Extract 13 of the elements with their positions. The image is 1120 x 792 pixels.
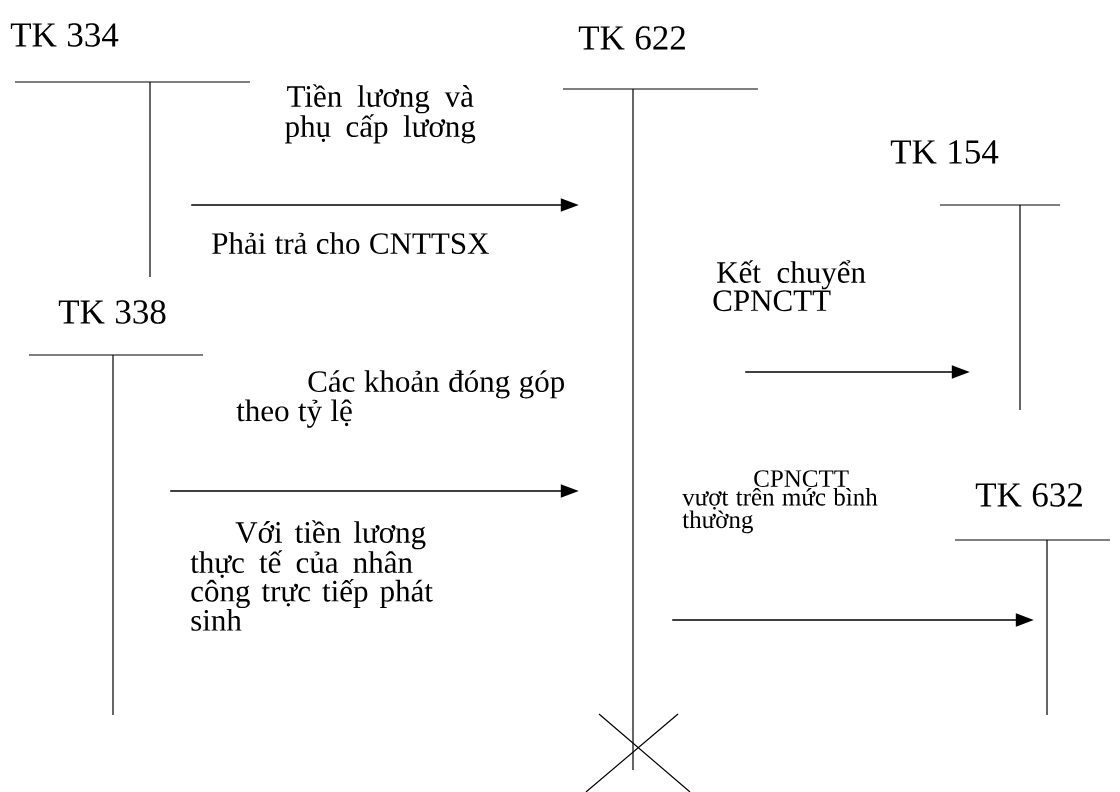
account-title: TK 632 xyxy=(975,483,1082,507)
edge-label: Kết chuyển CPNCTT xyxy=(713,260,866,312)
t-account xyxy=(954,539,1111,716)
t-account xyxy=(939,204,1061,411)
account-title: TK 338 xyxy=(58,300,166,324)
edge-label: Các khoản đóng góp theo tỷ lệ xyxy=(236,370,564,428)
edge-label: Tiền lương và phụ cấp lương xyxy=(285,84,476,144)
note-text: Với tiền lương thực tế của nhân công trực tiếp phát sinh xyxy=(190,520,433,631)
account-title: TK 334 xyxy=(10,23,119,47)
note-text: Phải trả cho CNTTSX xyxy=(212,232,489,254)
account-title: TK 154 xyxy=(890,140,999,164)
edge-label: CPNCTT vượt trên mức bình thường xyxy=(682,470,878,534)
account-title: TK 622 xyxy=(578,26,685,50)
